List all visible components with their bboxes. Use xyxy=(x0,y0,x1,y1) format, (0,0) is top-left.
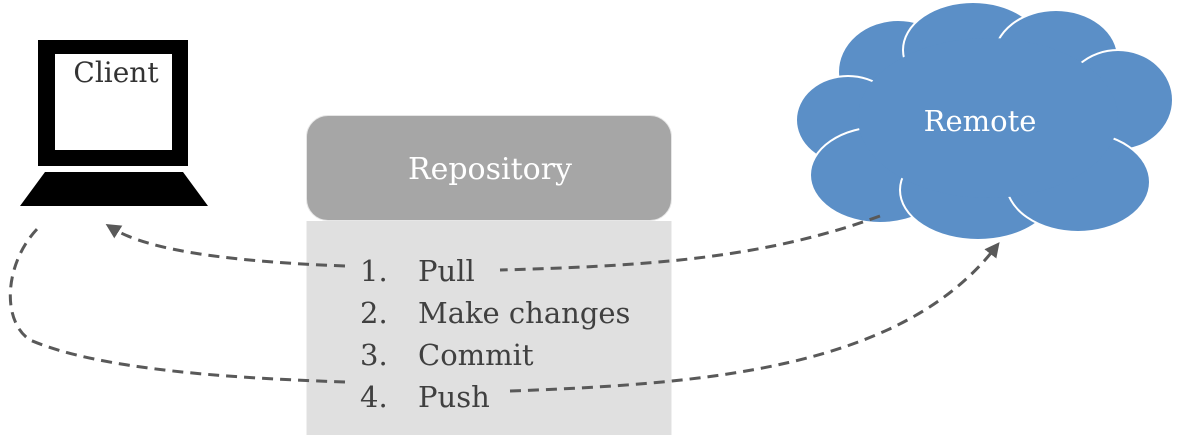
pull-arrow-to-client xyxy=(105,224,346,268)
step-commit: 3. Commit xyxy=(360,336,630,378)
repository-box: Repository xyxy=(306,115,672,435)
remote-label: Remote xyxy=(923,104,1037,138)
pull-arrow-from-remote xyxy=(499,214,881,272)
client-label: Client xyxy=(73,56,159,89)
push-arrow-from-client xyxy=(8,224,346,384)
push-arrow-to-remote xyxy=(509,242,1000,393)
step-label: Make changes xyxy=(418,296,631,330)
workflow-steps: 1. Pull 2. Make changes 3. Commit 4. Push xyxy=(360,252,630,420)
step-number: 3. xyxy=(360,338,388,372)
step-number: 1. xyxy=(360,254,388,288)
step-make-changes: 2. Make changes xyxy=(360,294,630,336)
step-pull: 1. Pull xyxy=(360,252,630,294)
repository-title: Repository xyxy=(407,152,572,187)
step-push: 4. Push xyxy=(360,378,630,420)
step-number: 2. xyxy=(360,296,388,330)
step-label: Commit xyxy=(418,338,534,372)
step-label: Pull xyxy=(418,254,475,288)
repository-body xyxy=(306,221,672,435)
laptop-icon xyxy=(18,30,210,218)
cloud-icon xyxy=(795,1,1174,241)
repository-header: Repository xyxy=(306,115,672,221)
step-number: 4. xyxy=(360,380,388,414)
step-label: Push xyxy=(418,380,490,414)
